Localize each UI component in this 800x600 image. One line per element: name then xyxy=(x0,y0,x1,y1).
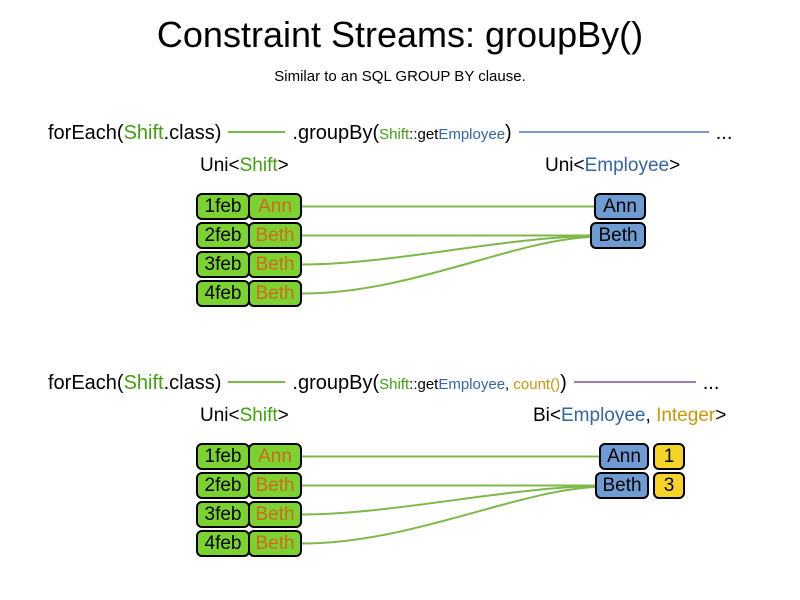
arg-type: Employee xyxy=(438,376,506,393)
table-row: 1feb Ann xyxy=(196,193,302,220)
stream-wire-purple xyxy=(573,381,696,383)
stream-wire-green xyxy=(228,131,286,133)
heading-post: > xyxy=(277,155,289,176)
ellipsis: ... xyxy=(715,122,733,144)
code-line-1: forEach(Shift.class).groupBy(Shift::getE… xyxy=(48,120,732,148)
diagram-groupby-bi: Uni<Shift> Bi<Employee, Integer> 1feb An… xyxy=(0,405,800,580)
shift-employee-cell: Ann xyxy=(248,193,302,220)
heading-type: Employee xyxy=(584,155,670,176)
heading-post: > xyxy=(715,405,727,426)
connector-line xyxy=(301,236,591,295)
groupby-text: .groupBy( xyxy=(292,122,380,144)
shift-class-token: Shift xyxy=(123,122,164,144)
groupby-close: ) xyxy=(505,122,512,144)
table-row: 2feb Beth xyxy=(196,472,302,499)
arg-type: Employee xyxy=(438,126,506,143)
connector-lines xyxy=(301,205,594,295)
shift-table: 1feb Ann 2feb Beth 3feb Beth 4feb Beth xyxy=(196,443,302,559)
shift-employee-cell: Beth xyxy=(248,530,302,557)
connector-line xyxy=(301,235,591,266)
shift-date-cell: 4feb xyxy=(196,530,250,557)
group-employee-box: Beth xyxy=(590,222,646,249)
table-row: 2feb Beth xyxy=(196,222,302,249)
ellipsis: ... xyxy=(702,372,720,394)
heading-post: > xyxy=(277,405,289,426)
group-count-box: 3 xyxy=(653,472,685,499)
groupby-text: .groupBy( xyxy=(292,372,380,394)
stream-wire-green xyxy=(228,381,286,383)
group-employee-box: Beth xyxy=(595,472,649,499)
diagram-groupby-uni: Uni<Shift> Uni<Employee> 1feb Ann 2feb B… xyxy=(0,155,800,330)
table-row: 4feb Beth xyxy=(196,530,302,557)
shift-employee-cell: Ann xyxy=(248,443,302,470)
groupby-close: ) xyxy=(560,372,567,394)
table-row: 4feb Beth xyxy=(196,280,302,307)
group-employee-box: Ann xyxy=(599,443,649,470)
arg-getter: ::get xyxy=(409,376,439,393)
class-suffix: .class) xyxy=(163,372,222,394)
right-stream-heading: Uni<Employee> xyxy=(545,155,680,177)
shift-table: 1feb Ann 2feb Beth 3feb Beth 4feb Beth xyxy=(196,193,302,309)
class-suffix: .class) xyxy=(163,122,222,144)
heading-type2: Integer xyxy=(656,405,716,426)
left-stream-heading: Uni<Shift> xyxy=(200,155,289,177)
heading-type: Shift xyxy=(239,405,278,426)
stream-wire-blue xyxy=(518,131,709,133)
shift-date-cell: 2feb xyxy=(196,222,250,249)
heading-pre: Uni< xyxy=(200,405,240,426)
shift-employee-cell: Beth xyxy=(248,280,302,307)
shift-class-token: Shift xyxy=(123,372,164,394)
table-row: 3feb Beth xyxy=(196,251,302,278)
arg-shift: Shift xyxy=(379,376,410,393)
connector-lines xyxy=(301,455,599,545)
left-stream-heading: Uni<Shift> xyxy=(200,405,289,427)
shift-date-cell: 3feb xyxy=(196,501,250,528)
page-title: Constraint Streams: groupBy() xyxy=(156,14,644,55)
connector-line xyxy=(301,485,596,516)
subtitle: Similar to an SQL GROUP BY clause. xyxy=(274,68,526,85)
arg-shift: Shift xyxy=(379,126,410,143)
shift-employee-cell: Beth xyxy=(248,251,302,278)
arg-count: count() xyxy=(513,376,561,393)
table-row: 3feb Beth xyxy=(196,501,302,528)
shift-employee-cell: Beth xyxy=(248,472,302,499)
shift-date-cell: 4feb xyxy=(196,280,250,307)
shift-date-cell: 1feb xyxy=(196,193,250,220)
heading-type: Shift xyxy=(239,155,278,176)
arg-getter: ::get xyxy=(409,126,439,143)
connector-line xyxy=(301,486,596,545)
foreach-text: forEach( xyxy=(48,122,124,144)
shift-date-cell: 1feb xyxy=(196,443,250,470)
heading-sep: , xyxy=(645,405,657,426)
heading-type: Employee xyxy=(561,405,646,426)
shift-date-cell: 2feb xyxy=(196,472,250,499)
foreach-text: forEach( xyxy=(48,372,124,394)
shift-date-cell: 3feb xyxy=(196,251,250,278)
code-line-2: forEach(Shift.class).groupBy(Shift::getE… xyxy=(48,370,719,398)
right-stream-heading: Bi<Employee, Integer> xyxy=(533,405,726,427)
heading-post: > xyxy=(669,155,681,176)
shift-employee-cell: Beth xyxy=(248,501,302,528)
table-row: 1feb Ann xyxy=(196,443,302,470)
group-count-box: 1 xyxy=(653,443,685,470)
shift-employee-cell: Beth xyxy=(248,222,302,249)
heading-pre: Uni< xyxy=(200,155,240,176)
group-employee-box: Ann xyxy=(594,193,646,220)
arg-sep: , xyxy=(505,376,514,393)
heading-pre: Bi< xyxy=(533,405,561,426)
heading-pre: Uni< xyxy=(545,155,585,176)
